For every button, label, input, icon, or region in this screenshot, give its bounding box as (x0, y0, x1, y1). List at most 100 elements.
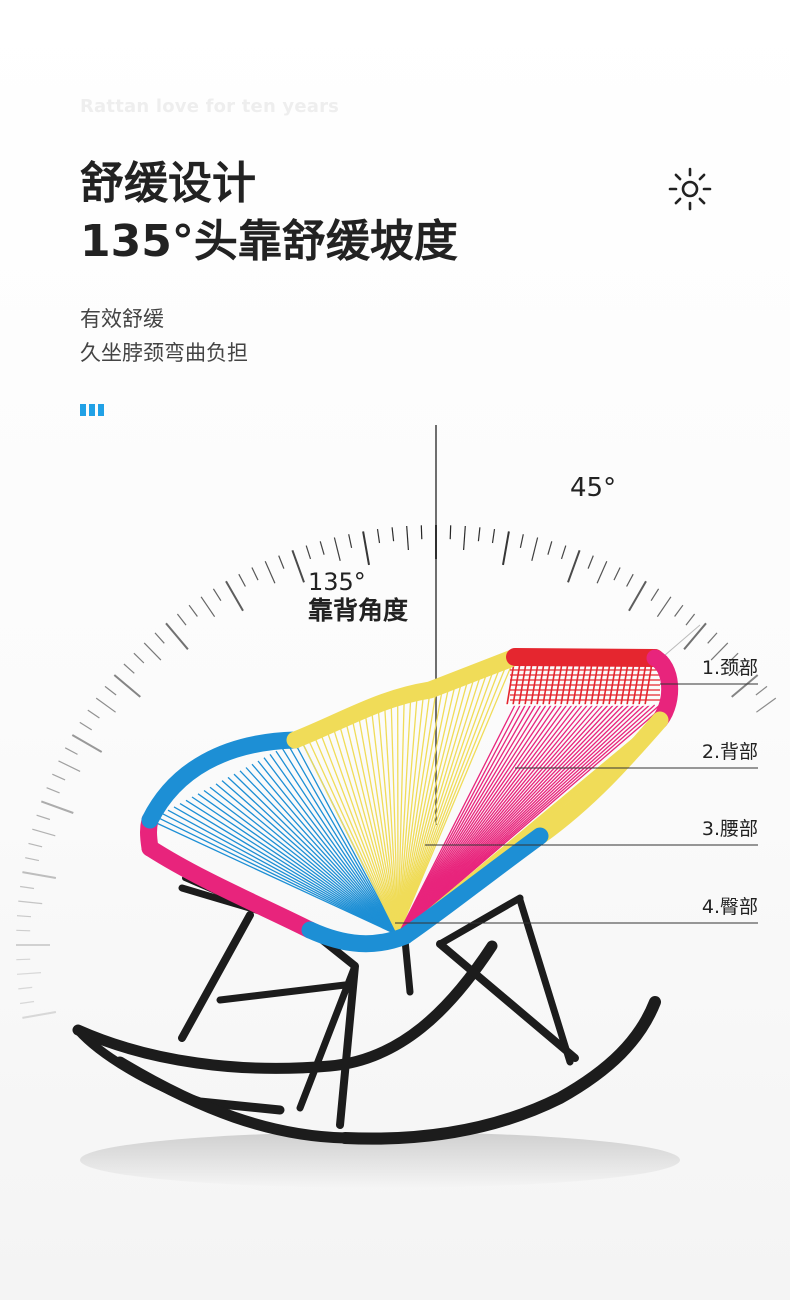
dial-tick (707, 632, 718, 644)
rope-string (397, 674, 471, 936)
dial-tick (264, 561, 276, 584)
backrest-angle-label: 靠背角度 (308, 596, 408, 625)
callouts: 1.颈部 2.背部 3.腰部 4.臀部 (395, 657, 758, 924)
dial-tick (143, 642, 162, 661)
dial-tick (176, 613, 187, 626)
dial-tick (756, 697, 777, 713)
rope-string (281, 747, 399, 936)
dial-tick (22, 1011, 57, 1019)
rope-string (397, 657, 516, 936)
dial-tick (25, 857, 40, 862)
rope-string (397, 704, 542, 936)
dial-tick (291, 549, 305, 583)
sun-icon (668, 167, 712, 211)
description: 有效舒缓 久坐脖颈弯曲负担 (80, 302, 248, 370)
rope-string (397, 704, 583, 936)
callout-back: 2.背部 (702, 741, 758, 763)
rope-string (397, 698, 405, 936)
rope-string (233, 773, 399, 936)
rope-string (371, 710, 399, 936)
rope-string (397, 661, 503, 936)
dial-tick (165, 622, 189, 650)
rope-string (269, 754, 399, 936)
rope-string (227, 776, 399, 936)
rope-string (287, 744, 399, 936)
dial-tick (154, 632, 165, 644)
dial-tick (547, 541, 553, 555)
rope-string (245, 767, 399, 936)
rope-string (364, 713, 399, 936)
dial-tick (20, 885, 35, 890)
rope-string (197, 793, 399, 936)
dial-tick (16, 929, 31, 932)
tagline: Rattan love for ten years (80, 96, 340, 117)
dial-tick (531, 537, 539, 561)
dial-tick (32, 828, 56, 837)
rope-string (191, 796, 399, 936)
rope-string (397, 704, 666, 936)
rope-string (173, 806, 399, 936)
dial-tick (420, 525, 423, 540)
title-line-1: 舒缓设计 (80, 158, 256, 209)
dial-tick (71, 734, 103, 753)
dial-tick (20, 1000, 35, 1005)
dial-tick (87, 709, 100, 719)
dial-tick (737, 663, 749, 674)
dial-tick (449, 525, 452, 540)
rope-string (397, 664, 497, 936)
callout-hip: 4.臀部 (702, 896, 758, 918)
dial-tick (22, 871, 57, 879)
dial-tick (133, 652, 145, 664)
dial-tick (362, 531, 370, 566)
rope-string (397, 683, 444, 936)
angle-label-135: 135° (308, 568, 366, 596)
chair-seat-rim (140, 648, 679, 953)
accent-bars (80, 404, 104, 416)
rope-string (209, 786, 399, 936)
dial-tick (28, 842, 43, 848)
rope-string (397, 669, 484, 936)
rope-string (167, 809, 399, 936)
dial-tick (755, 685, 768, 696)
dial-tick (560, 545, 567, 560)
dial-tick (278, 555, 285, 569)
rope-string (397, 676, 464, 936)
dial-tick (685, 613, 696, 626)
rope-string (377, 708, 399, 936)
rope-string (397, 681, 451, 936)
dial-tick (104, 685, 117, 696)
dial-tick (333, 537, 341, 561)
dial-tick (200, 596, 216, 618)
dial-tick (18, 900, 43, 905)
rope-string (397, 704, 526, 936)
dial-tick (16, 958, 31, 961)
rope-string (331, 725, 399, 936)
rope-string (299, 737, 399, 936)
angle-label-45: 45° (570, 473, 616, 503)
rope-string (179, 803, 399, 936)
dial-tick (628, 580, 647, 612)
dial-tick (319, 541, 325, 555)
dial-tick (251, 567, 259, 581)
rope-string (215, 783, 399, 936)
dial-tick (64, 747, 78, 755)
rope-string (293, 740, 399, 936)
rope-string (397, 671, 477, 936)
dial-tick (491, 529, 496, 544)
rope-string (161, 812, 399, 936)
rope-string (397, 659, 510, 936)
rope-string (397, 704, 537, 936)
rope-string (397, 704, 588, 936)
rope-string (357, 715, 399, 936)
dial-tick (225, 580, 244, 612)
dial-tick (376, 529, 381, 544)
rope-string (397, 696, 412, 936)
callout-waist: 3.腰部 (702, 818, 758, 840)
dial-tick (683, 622, 707, 650)
rope-string (397, 704, 557, 936)
rope-string (397, 704, 516, 936)
rope-string (397, 704, 532, 936)
floor-shadow (80, 1132, 680, 1188)
